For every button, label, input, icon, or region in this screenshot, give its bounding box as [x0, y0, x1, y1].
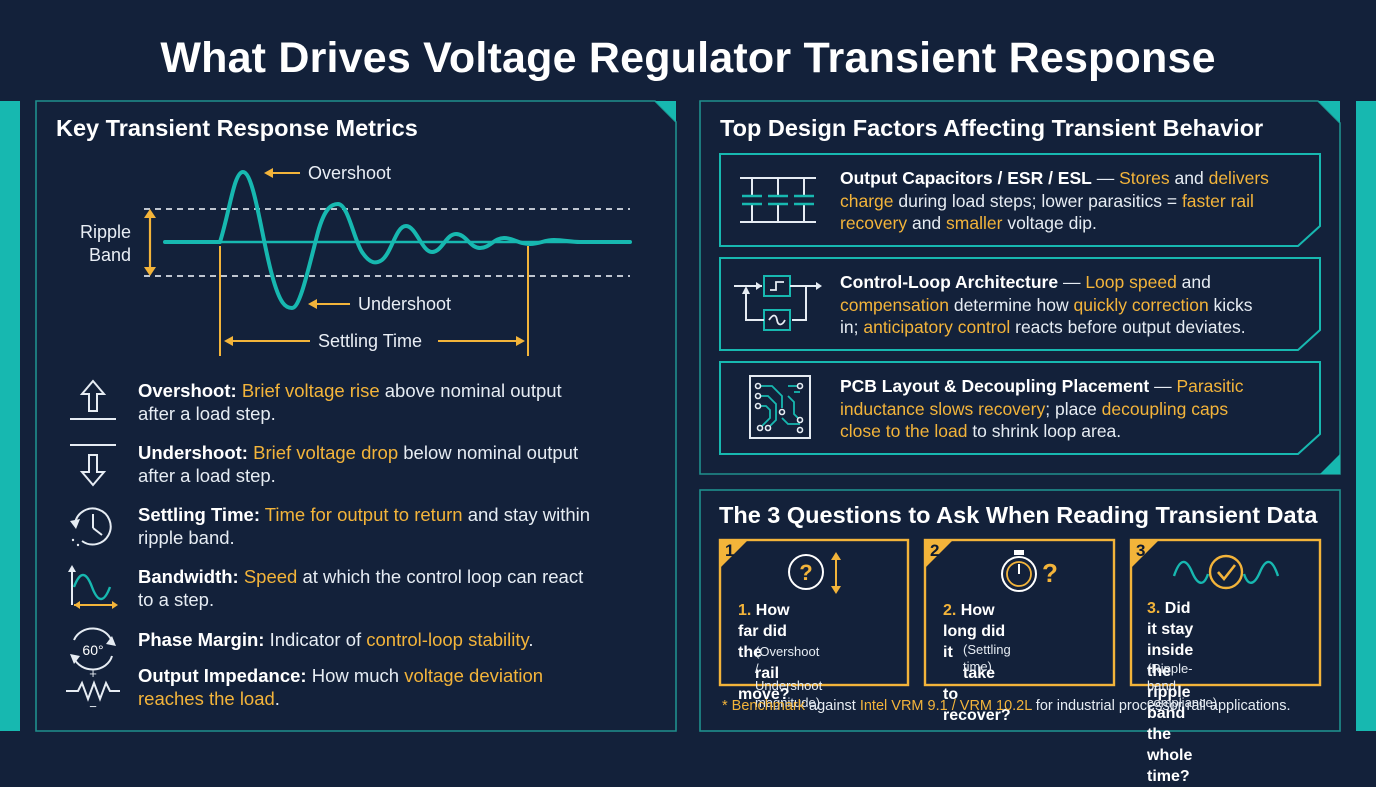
metric-bandwidth-text: Bandwidth: Speed at which the control lo…	[138, 566, 584, 610]
question-2-badge: 2	[930, 541, 940, 560]
metric-output-impedance-text: Output Impedance: How much voltage devia…	[138, 665, 544, 709]
wave-check-icon	[1172, 554, 1280, 590]
factors-panel-title: Top Design Factors Affecting Transient B…	[720, 115, 1264, 141]
svg-text:?: ?	[1042, 558, 1058, 588]
metric-overshoot-text: Overshoot: Brief voltage rise above nomi…	[138, 380, 562, 424]
question-3-text: 3. Did it stay inside the ripple band th…	[1147, 600, 1194, 785]
settling-time-label: Settling Time	[318, 331, 423, 351]
clock-icon	[70, 507, 112, 547]
metric-overshoot: Overshoot: Brief voltage rise above nomi…	[60, 379, 660, 431]
question-arrow-icon: ?	[788, 552, 841, 594]
question-1-badge: 1	[725, 541, 735, 560]
pcb-layout-icon	[749, 375, 811, 439]
undershoot-label: Undershoot	[358, 294, 452, 314]
question-3-subtext: (Ripple-band compliance)	[1147, 661, 1218, 710]
question-3-badge: 3	[1136, 541, 1146, 560]
metric-phase-margin: 60° Phase Margin: Indicator of control-l…	[60, 626, 660, 678]
svg-text:?: ?	[799, 560, 812, 585]
left-accent-bar	[0, 101, 20, 731]
resistor-icon: + −	[66, 666, 120, 714]
transient-waveform-diagram	[144, 168, 632, 356]
undershoot-down-arrow-icon	[70, 444, 116, 487]
question-card-frames	[718, 538, 1322, 687]
ripple-band-label-line1: Ripple	[80, 222, 132, 242]
question-2-subtext: (Settling time)	[963, 642, 1011, 674]
svg-text:60°: 60°	[82, 642, 103, 658]
svg-text:−: −	[89, 699, 97, 714]
sine-wave-icon	[68, 565, 118, 609]
question-1-text: 1. How far did the rail move?	[738, 602, 790, 703]
overshoot-label: Overshoot	[308, 163, 392, 183]
panel-frames	[35, 100, 1341, 732]
benchmark-footnote: * Benchmark against Intel VRM 9.1 / VRM …	[722, 698, 1291, 714]
metric-phase-margin-text: Phase Margin: Indicator of control-loop …	[138, 629, 534, 650]
metric-bandwidth: Bandwidth: Speed at which the control lo…	[60, 565, 660, 617]
overshoot-up-arrow-icon	[70, 379, 116, 420]
factor-pcb-layout: PCB Layout & Decoupling Placement — Para…	[840, 376, 1244, 441]
svg-text:+: +	[89, 666, 97, 681]
factor-control-loop: Control-Loop Architecture — Loop speed a…	[840, 272, 1253, 337]
transient-response-curve	[163, 170, 632, 310]
stopwatch-question-icon: ?	[1001, 550, 1058, 592]
right-accent-bar	[1356, 101, 1376, 731]
metric-output-impedance: + − Output Impedance: How much voltage d…	[60, 664, 660, 716]
phase-margin-icon: 60°	[70, 627, 116, 671]
metric-undershoot-text: Undershoot: Brief voltage drop below nom…	[138, 442, 579, 486]
questions-panel-title: The 3 Questions to Ask When Reading Tran…	[719, 502, 1318, 528]
metric-settling-time-text: Settling Time: Time for output to return…	[138, 504, 591, 548]
capacitor-bank-icon	[740, 177, 816, 223]
metric-settling-time: Settling Time: Time for output to return…	[60, 503, 660, 555]
question-2-text: 2. How long did it take to recover?	[943, 602, 1011, 724]
metric-undershoot: Undershoot: Brief voltage drop below nom…	[60, 441, 660, 493]
ripple-band-label-line2: Band	[89, 245, 132, 265]
page-title: What Drives Voltage Regulator Transient …	[160, 34, 1216, 82]
control-loop-icon	[734, 275, 822, 331]
metrics-panel-title: Key Transient Response Metrics	[56, 115, 418, 141]
factor-output-capacitors: Output Capacitors / ESR / ESL — Stores a…	[840, 168, 1269, 233]
question-1-subtext: (Overshoot / Undershoot magnitude)	[755, 644, 823, 710]
